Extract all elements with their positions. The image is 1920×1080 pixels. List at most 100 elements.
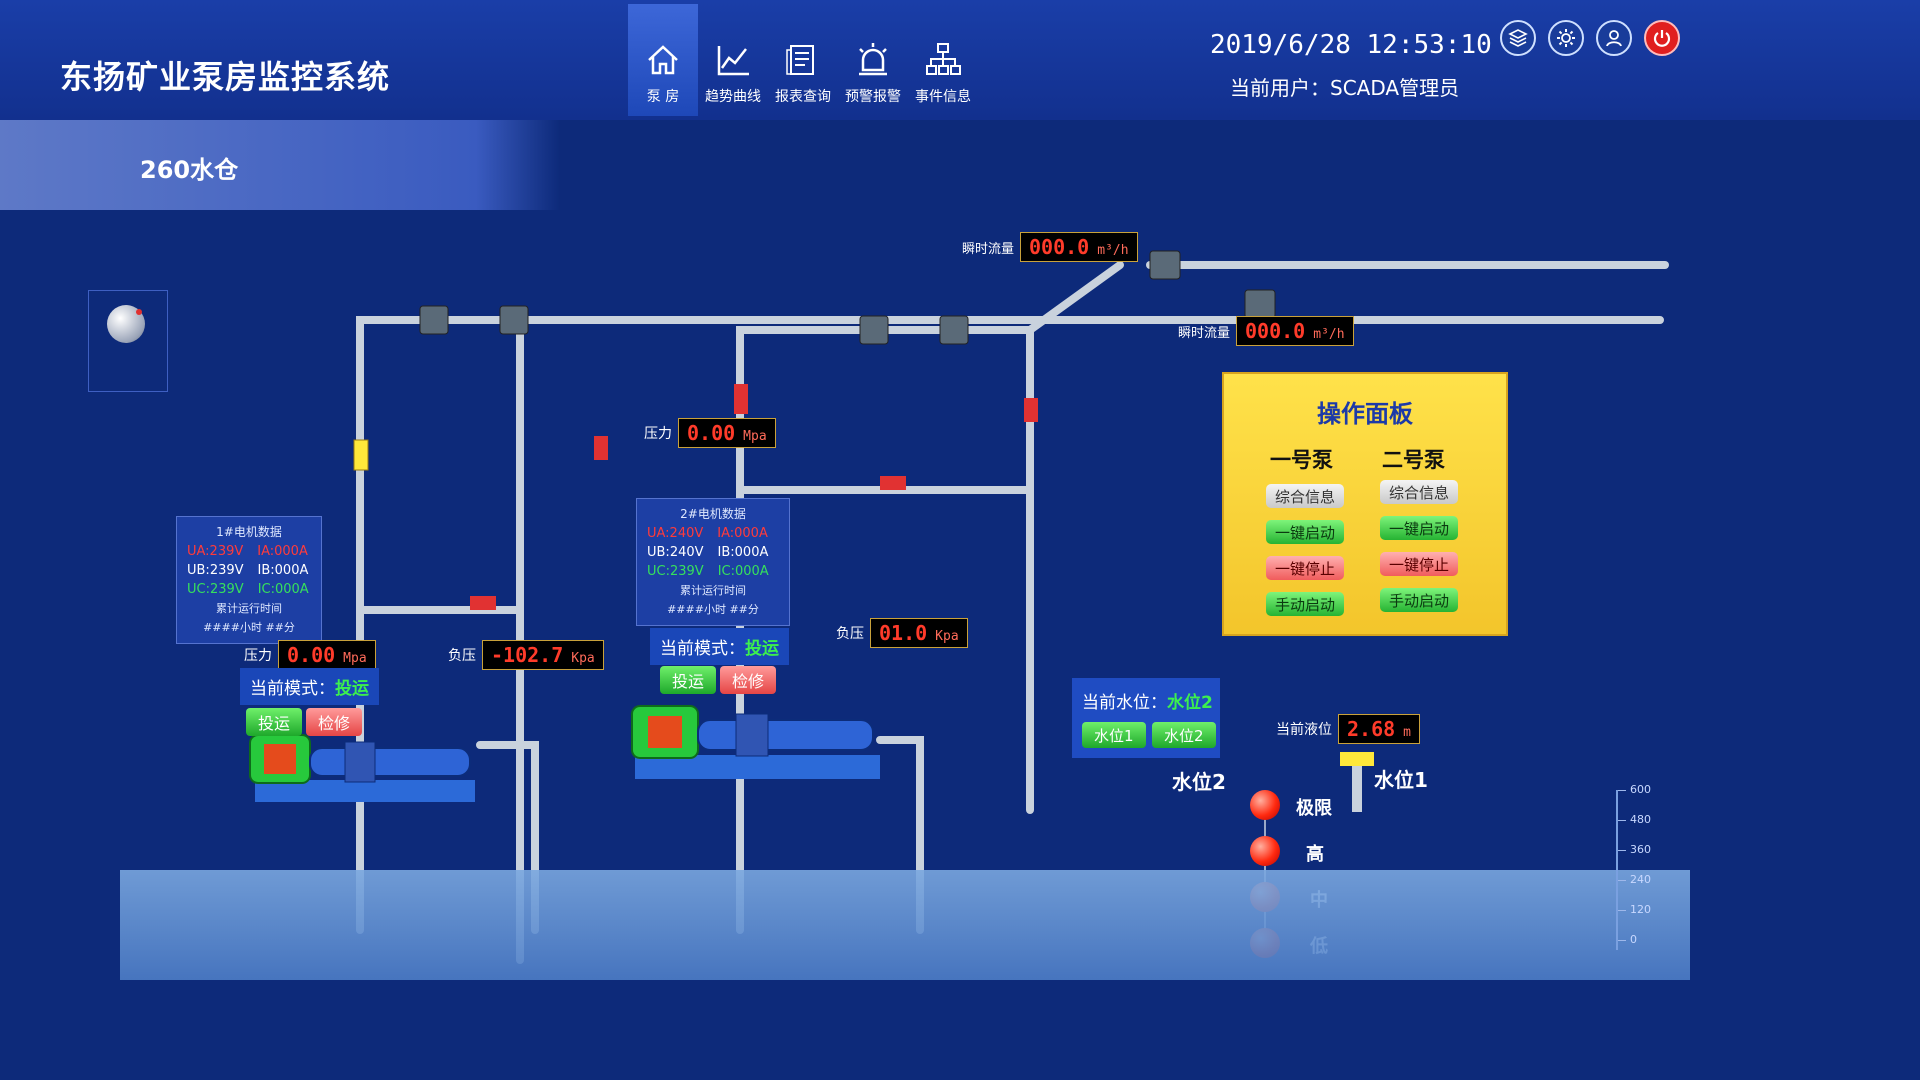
motor-title: 2#电机数据	[680, 507, 746, 521]
ic-value: IC:000A	[257, 582, 309, 597]
flow-value-box: 000.0 m³/h	[1020, 232, 1138, 262]
runtime-label: 累计运行时间	[680, 584, 746, 597]
pump2-maint-button[interactable]: 检修	[720, 666, 777, 694]
pressure-label: 压力	[244, 648, 272, 664]
nav-label: 预警报警	[845, 89, 901, 105]
flow-unit: m³/h	[1097, 243, 1129, 258]
pump1-maint-button[interactable]: 检修	[306, 708, 363, 736]
neg-pressure-label: 负压	[836, 626, 864, 642]
pressure-label: 压力	[644, 426, 672, 442]
current-user: 当前用户：SCADA管理员	[1230, 76, 1460, 100]
mode-value: 投运	[745, 639, 779, 659]
flow-label: 瞬时流量	[962, 241, 1015, 257]
ib-value: IB:000A	[257, 563, 309, 578]
pump2-info-button[interactable]: 综合信息	[1380, 480, 1458, 504]
pump1-start-button[interactable]: 一键启动	[1266, 520, 1344, 544]
flow-reading-top: 瞬时流量 000.0 m³/h	[962, 232, 1138, 262]
ub-value: UB:239V	[187, 563, 244, 578]
water-level-box: 当前水位：水位2 水位1 水位2	[1072, 678, 1220, 758]
flow-unit: m³/h	[1313, 327, 1345, 342]
mode-value: 投运	[335, 679, 369, 699]
main-nav: 泵 房 趋势曲线 报表查询 预警报警 事件信息	[628, 4, 978, 116]
wl-status-label: 当前水位：	[1082, 693, 1167, 713]
nav-label: 趋势曲线	[705, 89, 761, 105]
liquid-level-box: 2.68 m	[1338, 714, 1420, 744]
gauge1-label: 水位1	[1374, 768, 1428, 792]
neg-pressure-value: -102.7	[491, 643, 564, 667]
liquid-level-value: 2.68	[1347, 717, 1396, 741]
liquid-level-unit: m	[1403, 725, 1411, 740]
datetime: 2019/6/28 12:53:10	[1210, 30, 1492, 60]
neg-pressure-box: 01.0 Kpa	[870, 618, 968, 648]
neg-pressure-box: -102.7 Kpa	[482, 640, 604, 670]
scale-tick: 600	[1630, 783, 1651, 796]
gear-icon[interactable]	[1548, 20, 1584, 56]
neg-pressure-unit: Kpa	[935, 629, 959, 644]
neg-pressure-label: 负压	[448, 648, 476, 664]
pump2-run-button[interactable]: 投运	[660, 666, 717, 694]
scale-tick: 0	[1630, 933, 1637, 946]
mode-label: 当前模式：	[660, 639, 745, 659]
mode-label: 当前模式：	[250, 679, 335, 699]
nav-alarm[interactable]: 预警报警	[838, 4, 908, 116]
scale-tick: 240	[1630, 873, 1651, 886]
power-icon[interactable]	[1644, 20, 1680, 56]
ia-value: IA:000A	[257, 544, 308, 559]
pump1-mode: 当前模式：投运	[240, 668, 379, 705]
water-level2-button[interactable]: 水位2	[1152, 722, 1216, 748]
water-level-status: 当前水位：水位2	[1082, 688, 1213, 713]
home-icon	[648, 45, 678, 75]
level-high-label: 高	[1306, 844, 1324, 865]
gauge2-label: 水位2	[1172, 770, 1226, 794]
level-high-led	[1250, 836, 1280, 866]
pump1-info-button[interactable]: 综合信息	[1266, 484, 1344, 508]
knob-icon[interactable]	[107, 305, 145, 343]
liquid-level-label: 当前液位	[1276, 722, 1332, 738]
ic-value: IC:000A	[717, 564, 769, 579]
ua-value: UA:239V	[187, 544, 244, 559]
pump2-manual-button[interactable]: 手动启动	[1380, 588, 1458, 612]
neg-pressure-unit: Kpa	[571, 651, 595, 666]
liquid-level-reading: 当前液位 2.68 m	[1276, 714, 1420, 744]
layers-icon[interactable]	[1500, 20, 1536, 56]
op-panel-title: 操作面板	[1317, 400, 1413, 428]
scale-tick: 480	[1630, 813, 1651, 826]
pump1-run-button[interactable]: 投运	[246, 708, 303, 736]
pressure-box: 0.00 Mpa	[678, 418, 776, 448]
uc-value: UC:239V	[187, 582, 244, 597]
pressure-box: 0.00 Mpa	[278, 640, 376, 670]
system-icons	[1500, 20, 1680, 56]
pump2-column-header: 二号泵	[1382, 448, 1445, 472]
nav-label: 报表查询	[775, 89, 831, 105]
scale-tick: 360	[1630, 843, 1651, 856]
pump2-pressure: 压力 0.00 Mpa	[644, 418, 776, 448]
flow-value-box: 000.0 m³/h	[1236, 316, 1354, 346]
nav-pump-room[interactable]: 泵 房	[628, 4, 698, 116]
uc-value: UC:239V	[647, 564, 704, 579]
pump2-negative-pressure: 负压 01.0 Kpa	[836, 618, 968, 648]
flow-value: 000.0	[1245, 319, 1306, 343]
nav-label: 泵 房	[646, 89, 680, 105]
pressure-value: 0.00	[687, 421, 736, 445]
nav-events[interactable]: 事件信息	[908, 4, 978, 116]
user-icon[interactable]	[1596, 20, 1632, 56]
runtime-label: 累计运行时间	[216, 602, 282, 615]
section-title: 260水仓	[140, 156, 239, 184]
nav-trend[interactable]: 趋势曲线	[698, 4, 768, 116]
scale-tick: 120	[1630, 903, 1651, 916]
pump1-stop-button[interactable]: 一键停止	[1266, 556, 1344, 580]
water-level1-button[interactable]: 水位1	[1082, 722, 1146, 748]
flow-label: 瞬时流量	[1178, 325, 1231, 341]
flow-reading-second: 瞬时流量 000.0 m³/h	[1178, 316, 1354, 346]
nav-report[interactable]: 报表查询	[768, 4, 838, 116]
pump1-manual-button[interactable]: 手动启动	[1266, 592, 1344, 616]
section-band	[0, 120, 560, 210]
ib-value: IB:000A	[717, 545, 769, 560]
level-scale: 600 480 360 240 120 0	[1616, 783, 1674, 950]
trend-chart-icon	[717, 46, 749, 76]
app-title: 东扬矿业泵房监控系统	[60, 58, 391, 96]
pump2-stop-button[interactable]: 一键停止	[1380, 552, 1458, 576]
pump2-start-button[interactable]: 一键启动	[1380, 516, 1458, 540]
